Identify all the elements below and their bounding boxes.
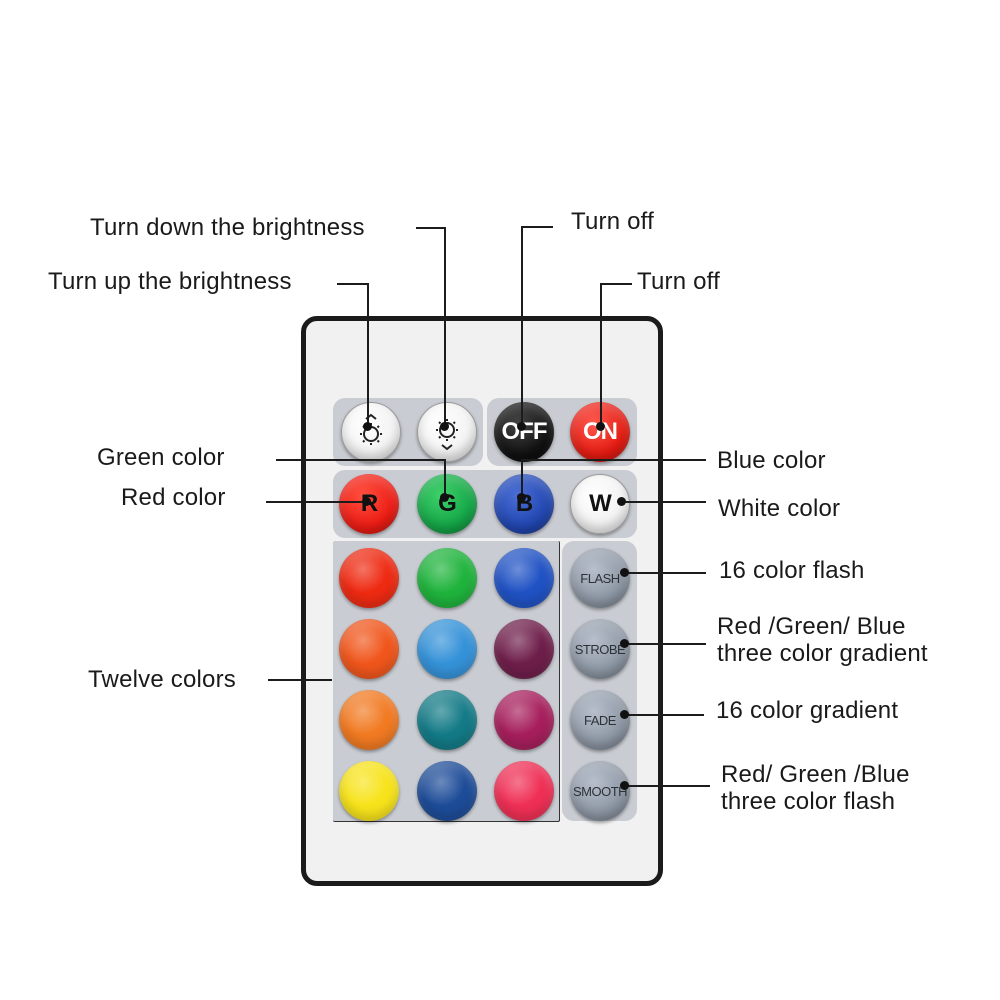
label-16-color-flash: 16 color flash [719,557,865,584]
leader-turn-off-1-dot [517,422,526,431]
off-button[interactable]: OFF [494,402,554,462]
fade-button-label: FADE [584,712,616,728]
leader-red-color-h [266,501,368,503]
label-blue-color: Blue color [717,447,826,474]
label-16-color-gradient: 16 color gradient [716,697,899,724]
fade-button[interactable]: FADE [570,690,630,750]
leader-strobe-dot [620,639,629,648]
brightness-up-button[interactable] [341,402,401,462]
leader-flash-h [624,572,706,574]
strobe-button-label: STROBE [574,641,626,657]
label-rgb-gradient-line2: three color gradient [717,640,928,667]
leader-turn-up-brightness-v [367,283,369,426]
leader-smooth-h [624,785,710,787]
label-red-color: Red color [121,484,226,511]
label-rgb-flash-line1: Red/ Green /Blue [721,761,910,788]
leader-blue-color-h [521,459,706,461]
color-button-7[interactable] [339,690,399,750]
leader-white-color-dot [617,497,626,506]
label-turn-up-brightness: Turn up the brightness [48,268,292,295]
brightness-down-button[interactable] [417,402,477,462]
leader-turn-off-2-v [600,283,602,426]
label-rgb-flash-line2: three color flash [721,788,896,815]
label-white-color: White color [718,495,841,522]
leader-blue-color-v [521,459,523,497]
label-rgb-gradient-line1: Red /Green/ Blue [717,613,906,640]
white-button-label: W [589,490,612,517]
leader-turn-down-brightness-v [444,227,446,427]
label-green-color: Green color [97,444,225,471]
leader-turn-off-2-dot [596,422,605,431]
leader-flash-dot [620,568,629,577]
color-button-11[interactable] [417,761,477,821]
leader-turn-down-brightness-dot [440,422,449,431]
leader-smooth-dot [620,781,629,790]
flash-button-label: FLASH [580,570,620,586]
leader-green-color-dot [440,493,449,502]
color-button-10[interactable] [339,761,399,821]
leader-turn-off-2-h [600,283,632,285]
leader-blue-color-dot [517,493,526,502]
label-turn-off-1: Turn off [571,208,654,235]
color-button-8[interactable] [417,690,477,750]
brightness-up-icon [360,413,382,445]
green-button[interactable]: G [417,474,477,534]
remote-control-body: OFF ON R G B W FLASH STROBE FADE SMOOTH [301,316,663,886]
leader-strobe-h [624,643,706,645]
smooth-button-label: SMOOTH [572,783,628,799]
leader-turn-up-brightness-h [337,283,369,285]
color-button-4[interactable] [339,619,399,679]
leader-white-color-h [621,501,706,503]
leader-turn-off-1-h [521,226,553,228]
label-twelve-colors: Twelve colors [88,666,236,693]
leader-fade-dot [620,710,629,719]
leader-twelve-colors-h [268,679,332,681]
color-button-12[interactable] [494,761,554,821]
color-button-5[interactable] [417,619,477,679]
color-button-1[interactable] [339,548,399,608]
blue-button[interactable]: B [494,474,554,534]
color-button-6[interactable] [494,619,554,679]
flash-button[interactable]: FLASH [570,548,630,608]
color-button-2[interactable] [417,548,477,608]
color-button-9[interactable] [494,690,554,750]
leader-fade-h [624,714,704,716]
strobe-button[interactable]: STROBE [570,619,630,679]
leader-green-color-v [444,459,446,497]
leader-turn-off-1-v [521,226,523,426]
leader-red-color-dot [362,497,371,506]
leader-green-color-h [276,459,446,461]
smooth-button[interactable]: SMOOTH [570,761,630,821]
leader-turn-down-brightness-h [416,227,446,229]
brightness-down-icon [436,419,458,451]
label-turn-off-2: Turn off [637,268,720,295]
label-turn-down-brightness: Turn down the brightness [90,214,365,241]
leader-turn-up-brightness-dot [363,422,372,431]
color-button-3[interactable] [494,548,554,608]
